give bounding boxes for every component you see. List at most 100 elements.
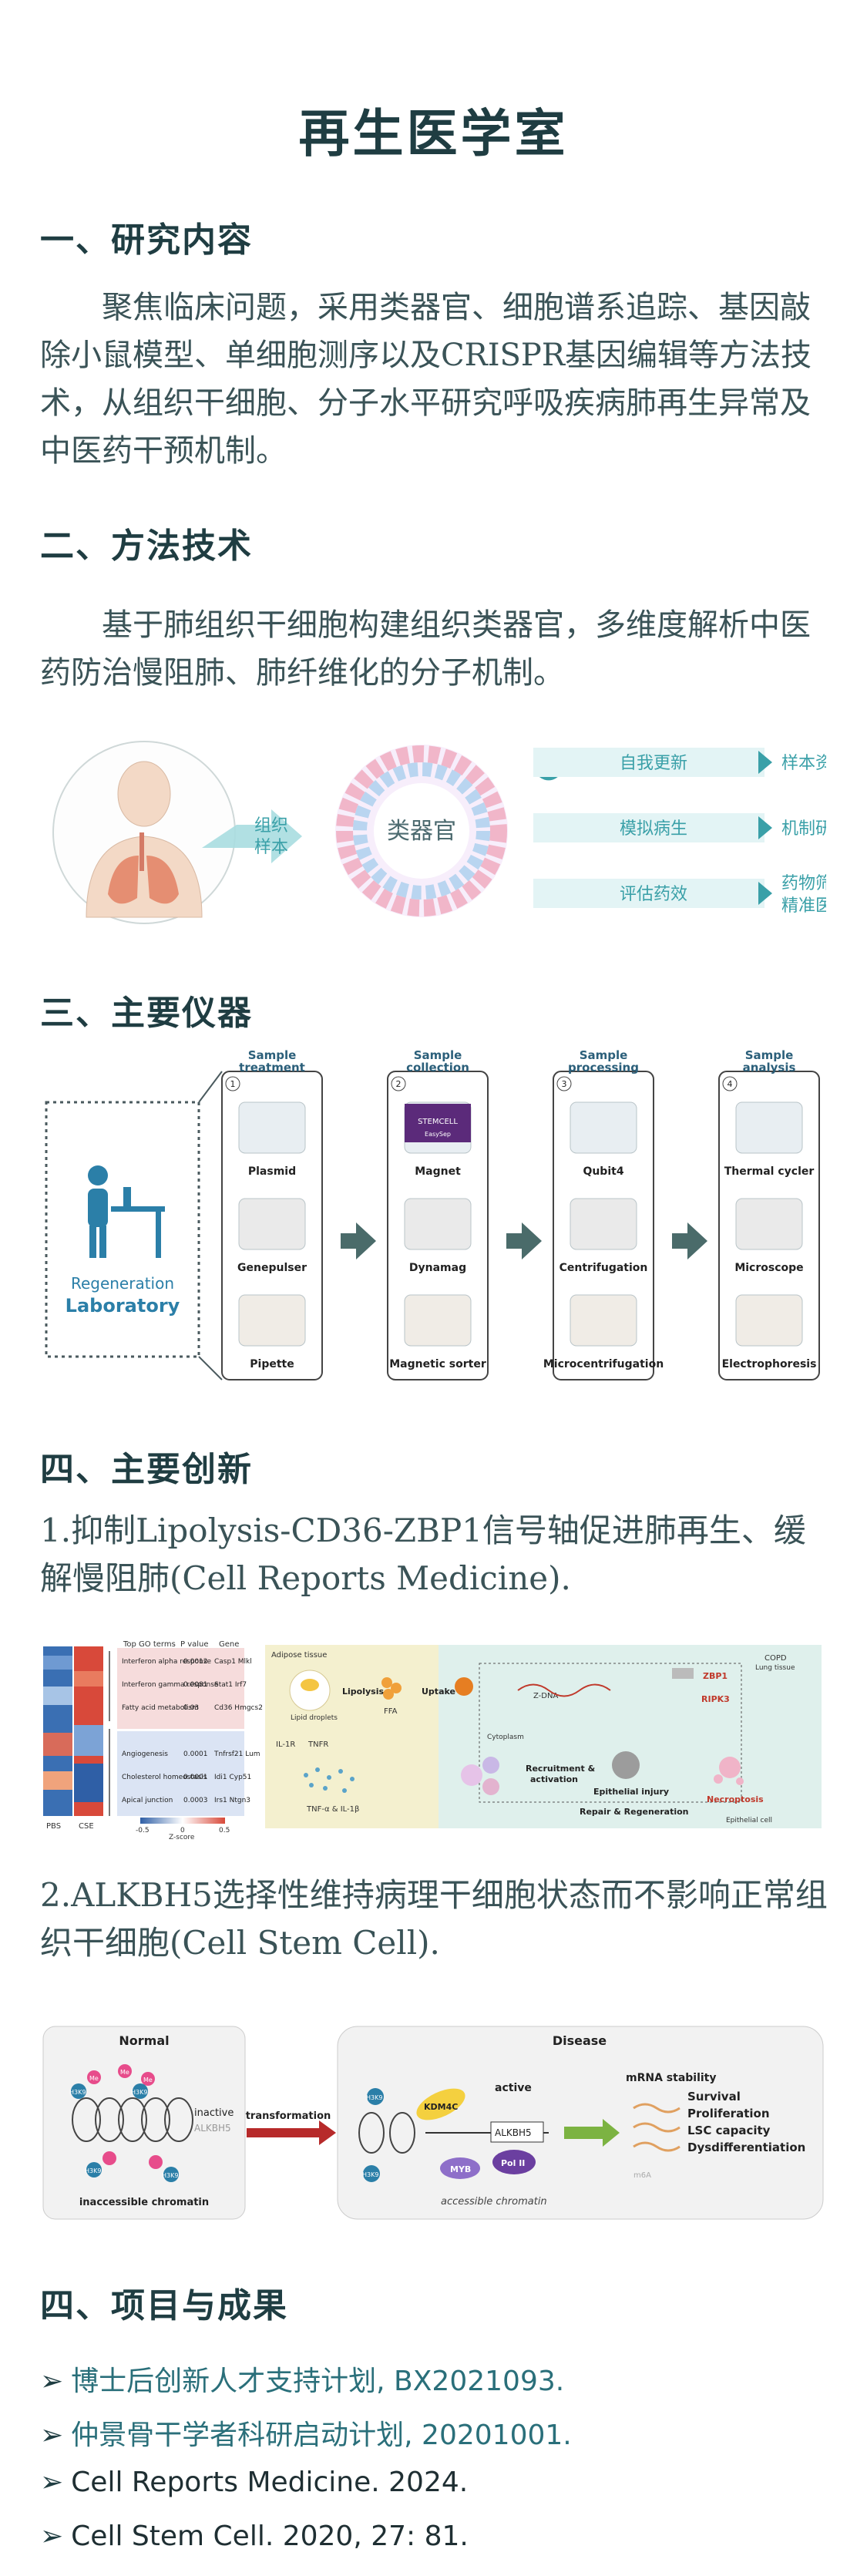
epithelial-cell-label: Epithelial cell: [726, 1817, 772, 1824]
outcome-survival: Survival: [687, 2090, 741, 2104]
recruitment-label: Recruitment &: [526, 1764, 596, 1774]
transformation-arrow: [247, 2120, 336, 2145]
project-item-2-text: 仲景骨干学者科研启动计划, 20201001.: [71, 2420, 572, 2451]
go-term: Interferon alpha response: [122, 1658, 212, 1666]
instrument-label: Magnetic sorter: [389, 1358, 486, 1370]
tnfr-label: TNFR: [307, 1740, 328, 1749]
lipid-label: Lipid droplets: [291, 1714, 338, 1722]
go-gene: Irs1 Ntgn3: [214, 1797, 250, 1804]
instrument-label: Thermal cycler: [724, 1165, 815, 1178]
go-pvalue: 0.0012: [183, 1658, 208, 1666]
row-arrow-2: [758, 816, 772, 839]
column-head-2: collection: [406, 1061, 469, 1074]
outcome-lsc: LSC capacity: [687, 2124, 771, 2137]
h3k9-disease-1: [367, 2088, 384, 2105]
necroptosis-label: Necroptosis: [707, 1794, 764, 1804]
instrument-image: [570, 1198, 637, 1250]
go-gene: Casp1 Mlkl: [214, 1658, 252, 1666]
research-heading: 一、研究内容: [40, 220, 253, 260]
instrument-label: Qubit4: [583, 1165, 623, 1178]
uptake-label: Uptake: [422, 1687, 455, 1697]
go-term: Angiogenesis: [122, 1750, 168, 1758]
go-gene: Tnfrsf21 Lum: [213, 1750, 260, 1758]
instrument-image: [735, 1294, 803, 1347]
innovation-figure-2: Normal Me Me Me H3K9 H3K9 H3K9 H3K9 inac…: [42, 2026, 824, 2220]
ffa-label: FFA: [384, 1707, 398, 1716]
go-term: Cholesterol homeostasis: [122, 1774, 207, 1781]
column-head-1: Sample: [248, 1048, 297, 1062]
magnet-kit-box: [405, 1104, 471, 1142]
outcome-proliferation: Proliferation: [687, 2107, 770, 2120]
instrument-label: Electrophoresis: [722, 1358, 817, 1370]
project-item-1: ➢博士后创新人才支持计划, BX2021093.: [40, 2359, 564, 2399]
me-mark-label-1: Me: [89, 2075, 99, 2082]
go-term: Fatty acid metabolism: [122, 1704, 199, 1712]
mrna-strand-3: [633, 2141, 680, 2152]
row-bg-2: [533, 813, 765, 842]
pol2-label: Pol II: [501, 2158, 525, 2168]
adipose-panel: [265, 1645, 439, 1828]
page-title: 再生医学室: [298, 103, 569, 163]
arrow-icon: ➢: [40, 2467, 64, 2498]
normal-label: Normal: [119, 2033, 169, 2048]
ripk3-label: RIPK3: [701, 1694, 730, 1704]
sample-label-1: 组织: [254, 816, 288, 836]
inaccessible-label: inaccessible chromatin: [79, 2197, 209, 2208]
project-item-3-text: Cell Reports Medicine. 2024.: [71, 2467, 469, 2498]
active-label: active: [495, 2082, 532, 2094]
row-bg-3: [533, 879, 765, 908]
kdm4c-shape: [416, 2088, 465, 2120]
flow-arrow-1: [341, 1222, 376, 1259]
row-arrow-1: [758, 751, 772, 774]
instrument-columns: Sampletreatment1PlasmidGenepulserPipette…: [221, 1048, 820, 1380]
h3k9-label-2: H3K9: [131, 2089, 147, 2096]
heat-col-cse: CSE: [79, 1822, 94, 1831]
zdna-label: Z-DNA: [533, 1692, 558, 1700]
instrument-image: [735, 1101, 803, 1154]
instrument-image: [735, 1198, 803, 1250]
gene-box: [490, 2121, 544, 2143]
instrument-label: Genepulser: [237, 1262, 307, 1274]
cytokine-dots: [304, 1767, 355, 1793]
sample-label-2: 样本: [254, 838, 288, 857]
go-pvalue: 0.0003: [183, 1797, 208, 1804]
zscore-label: Z-score: [169, 1834, 195, 1841]
column-head-1: Sample: [414, 1048, 462, 1062]
magnet-sub: EasySep: [425, 1131, 451, 1138]
cd36-receptor: [455, 1677, 473, 1696]
zscore-tick-1: -0.5: [136, 1827, 150, 1834]
row-2-left: 模拟病生: [620, 819, 687, 839]
project-item-2: ➢仲景骨干学者科研启动计划, 20201001.: [40, 2413, 572, 2453]
methods-heading: 二、方法技术: [40, 526, 253, 566]
me-mark-label-2: Me: [120, 2069, 129, 2076]
transformation-label: transformation: [246, 2110, 331, 2122]
column-number-badge: [722, 1076, 738, 1091]
arrow-icon: ➢: [40, 2420, 64, 2451]
instrument-label: Plasmid: [248, 1165, 296, 1178]
project-item-3: ➢Cell Reports Medicine. 2024.: [40, 2467, 468, 2498]
cytokine-label: TNF-α & IL-1β: [306, 1805, 359, 1814]
h3k9-disease-label-2: H3K9: [362, 2171, 378, 2178]
go-pvalue: 0.0001: [183, 1774, 208, 1781]
column-number: 4: [728, 1079, 733, 1089]
lung-tissue-label: Lung tissue: [755, 1664, 795, 1672]
research-text: 聚焦临床问题，采用类器官、细胞谱系追踪、基因敲除小鼠模型、单细胞测序以及CRIS…: [40, 290, 812, 469]
go-gene: Cd36 Hmgcs2: [214, 1704, 263, 1712]
h3k9-disease-label-1: H3K9: [366, 2094, 382, 2101]
instrument-label: Dynamag: [409, 1262, 466, 1274]
lab-label-2: Laboratory: [66, 1295, 180, 1317]
row-3-right-2: 精准医疗: [781, 896, 826, 916]
h3k9-label-3: H3K9: [85, 2167, 101, 2174]
innovation-item-2: 2.ALKBH5选择性维持病理干细胞状态而不影响正常组织干细胞(Cell Ste…: [40, 1876, 828, 1962]
disease-panel: [337, 2026, 824, 2220]
instrument-label: Pipette: [250, 1358, 294, 1370]
adipose-label: Adipose tissue: [271, 1651, 327, 1660]
organoid-diagram: 组织 样本 类器官 自我更新 模拟病生 评估药效 样本资源 机制研究 药物筛选 …: [52, 741, 826, 924]
mrna-label: mRNA stability: [626, 2072, 717, 2084]
instruments-figure: Regeneration Laboratory Sampletreatment1…: [45, 1048, 820, 1380]
lab-label-1: Regeneration: [71, 1274, 174, 1293]
flow-arrow-3: [672, 1222, 707, 1259]
instrument-label: Microscope: [734, 1262, 803, 1274]
innovation-figure-1: PBS CSE Top GO terms P value Gene Interf…: [43, 1640, 822, 1841]
immune-cells: [461, 1757, 499, 1795]
